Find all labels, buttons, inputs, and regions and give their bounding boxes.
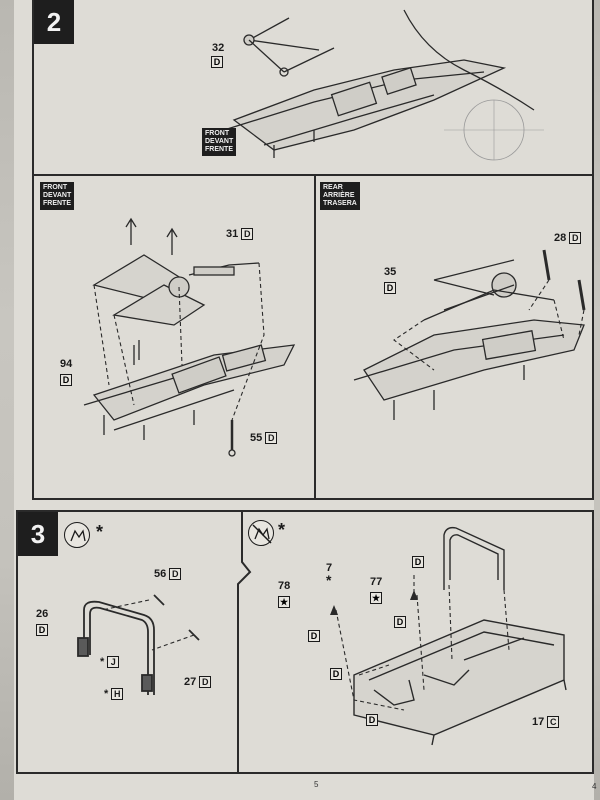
front-part-94: 94 (60, 358, 73, 370)
step3-part-78: 78 (278, 580, 291, 592)
step2-top-part-letter: D (211, 56, 223, 68)
step3-part-26-letter: D (36, 624, 48, 636)
step3-label-d-5: D (366, 714, 378, 726)
glue-warning-icon (64, 522, 90, 548)
step3-part-77-letter: ★ (370, 592, 382, 604)
front-part-94-letter: D (60, 374, 72, 386)
step3-part-7: 7 (326, 562, 333, 574)
step3-optional-H: *H (104, 688, 124, 700)
no-glue-icon (248, 520, 274, 546)
rear-suspension-drawing (353, 249, 586, 420)
step2-panel-divider (314, 176, 316, 500)
step2-top-direction-label: FRONT DEVANT FRENTE (202, 128, 237, 156)
page-number: 5 (314, 780, 319, 789)
step3-label-d-3: D (308, 630, 320, 642)
step2-number: 2 (34, 0, 74, 44)
corner-page-number: 4 (592, 782, 597, 791)
step3-number: 3 (18, 512, 58, 556)
instruction-sheet: 2 32 D FRONT DEVANT FRENTE (14, 0, 594, 800)
step3-part-77: 77 (370, 576, 383, 588)
step3-asterisk-right: * (278, 520, 286, 540)
rollbar-drawing (77, 594, 200, 695)
rear-panel-direction-label: REAR ARRIÈRE TRASERA (320, 182, 360, 210)
rear-part-35-letter: D (384, 282, 396, 294)
step3-part-26: 26 (36, 608, 49, 620)
step3-label-d-1: D (412, 556, 424, 568)
step2-top-frame (32, 0, 594, 176)
front-suspension-drawing (83, 217, 296, 457)
step3-part-7-star: * (326, 572, 332, 588)
step3-part-78-letter: ★ (278, 596, 290, 608)
rear-part-35: 35 (384, 266, 397, 278)
step3-frame (16, 510, 594, 774)
step3-label-d-4: D (330, 668, 342, 680)
interior-tub-drawing (330, 526, 567, 746)
step3-optional-J: *J (100, 656, 120, 668)
step3-label-d-2: D (394, 616, 406, 628)
step3-panel-divider (237, 512, 252, 774)
step2-top-part-number: 32 (212, 42, 225, 54)
front-panel-direction-label: FRONT DEVANT FRENTE (40, 182, 75, 210)
step3-asterisk-left: * (96, 522, 104, 542)
step2-top-drawing (223, 9, 544, 161)
step2-panels-frame (32, 176, 594, 500)
